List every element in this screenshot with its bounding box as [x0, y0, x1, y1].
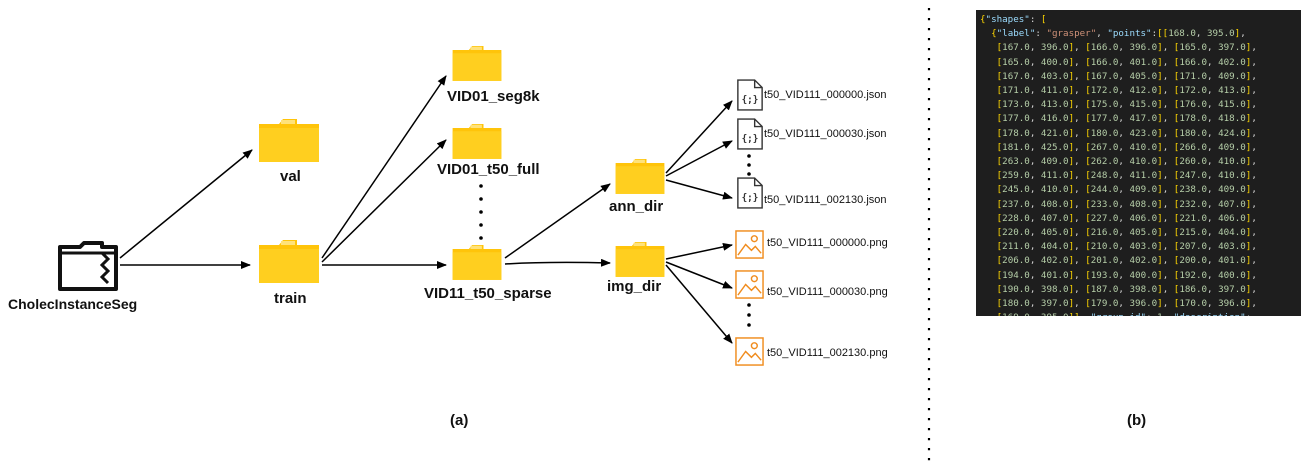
- arrow-ann-json2: [665, 140, 733, 177]
- arrow-img-png2: [665, 261, 733, 289]
- caption-a: (a): [450, 412, 469, 429]
- folder-seg8k-icon: [452, 45, 502, 81]
- code-line: [177.0, 416.0], [177.0, 417.0], [178.0, …: [996, 113, 1257, 125]
- code-line: [181.0, 425.0], [267.0, 410.0], [266.0, …: [996, 141, 1257, 153]
- arrow-sparse-ann: [504, 183, 611, 259]
- code-line: [220.0, 405.0], [216.0, 405.0], [215.0, …: [996, 227, 1257, 239]
- arrows: [119, 75, 733, 344]
- folder-val-icon: [259, 119, 319, 162]
- full-label: VID01_t50_full: [437, 161, 540, 178]
- json-file-label: t50_VID111_000000.json: [764, 89, 887, 101]
- code-line: [245.0, 410.0], [244.0, 409.0], [238.0, …: [996, 184, 1257, 196]
- png-file-label: t50_VID111_000030.png: [767, 286, 888, 298]
- image-file-icon: [735, 230, 764, 259]
- code-line: [259.0, 411.0], [248.0, 411.0], [247.0, …: [996, 170, 1257, 182]
- ellipsis-dots: [479, 154, 751, 327]
- json-file-icon: [737, 118, 763, 150]
- json-code-panel: {"shapes": [ {"label": "grasper", "point…: [976, 10, 1301, 316]
- img-dir-label: img_dir: [607, 278, 662, 295]
- arrow-img-png1: [665, 242, 733, 260]
- ann-dir-label: ann_dir: [609, 198, 664, 215]
- arrow-img-png3: [665, 264, 733, 344]
- code-line: [167.0, 403.0], [167.0, 405.0], [171.0, …: [996, 70, 1257, 82]
- code-line: {"shapes": [: [980, 14, 1047, 25]
- json-file-icon: [737, 177, 763, 209]
- code-line: [180.0, 397.0], [179.0, 396.0], [170.0, …: [996, 298, 1257, 310]
- code-line: {"label": "grasper", "points":[[168.0, 3…: [991, 28, 1246, 40]
- code-line: [169.0, 395.0]], "group_id": 1, "descrip…: [980, 311, 1297, 316]
- arrow-sparse-img: [504, 258, 611, 267]
- arrow-train-full: [321, 139, 447, 263]
- code-line: [190.0, 398.0], [187.0, 398.0], [186.0, …: [996, 283, 1257, 295]
- code-line: [167.0, 396.0], [166.0, 396.0], [165.0, …: [996, 42, 1257, 54]
- folder-train-icon: [259, 240, 319, 283]
- folder-ann-icon: [615, 158, 665, 194]
- code-line: [171.0, 411.0], [172.0, 412.0], [172.0, …: [996, 85, 1257, 97]
- code-line: [165.0, 400.0], [166.0, 401.0], [166.0, …: [996, 56, 1257, 68]
- folder-full-icon: [452, 123, 502, 159]
- code-line: [228.0, 407.0], [227.0, 406.0], [221.0, …: [996, 212, 1257, 224]
- png-file-label: t50_VID111_002130.png: [767, 347, 888, 359]
- root-label: CholecInstanceSeg: [8, 296, 138, 312]
- val-label: val: [280, 168, 301, 185]
- code-line: [194.0, 401.0], [193.0, 400.0], [192.0, …: [996, 269, 1257, 281]
- sparse-label: VID11_t50_sparse: [424, 285, 552, 302]
- json-file-label: t50_VID111_002130.json: [764, 194, 887, 206]
- arrow-train-seg8k: [321, 75, 447, 259]
- folder-sparse-icon: [452, 244, 502, 280]
- train-label: train: [274, 290, 307, 307]
- arrow-ann-json1: [665, 100, 733, 174]
- arrow-ann-json3: [665, 179, 733, 200]
- code-line: [237.0, 408.0], [233.0, 408.0], [232.0, …: [996, 198, 1257, 210]
- json-file-icon: [737, 79, 763, 111]
- json-file-label: t50_VID111_000030.json: [764, 128, 887, 140]
- code-line: [173.0, 413.0], [175.0, 415.0], [176.0, …: [996, 99, 1257, 111]
- code-line: [211.0, 404.0], [210.0, 403.0], [207.0, …: [996, 241, 1257, 253]
- png-file-label: t50_VID111_000000.png: [767, 237, 888, 249]
- code-line: [206.0, 402.0], [201.0, 402.0], [200.0, …: [996, 255, 1257, 267]
- folder-img-icon: [615, 241, 665, 277]
- image-file-icon: [735, 337, 764, 366]
- image-file-icon: [735, 270, 764, 299]
- dark-folder-zip-icon: [58, 241, 118, 291]
- code-line: [178.0, 421.0], [180.0, 423.0], [180.0, …: [996, 127, 1257, 139]
- seg8k-label: VID01_seg8k: [447, 88, 540, 105]
- caption-b: (b): [1127, 412, 1147, 429]
- arrow-root-val: [119, 149, 253, 259]
- code-line: [263.0, 409.0], [262.0, 410.0], [260.0, …: [996, 156, 1257, 168]
